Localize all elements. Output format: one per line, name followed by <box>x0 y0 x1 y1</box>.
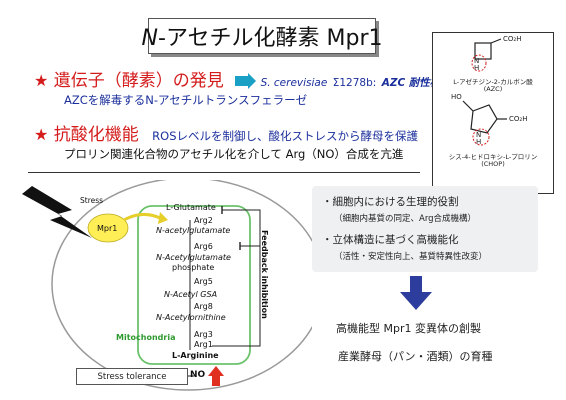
arrow-right-icon <box>235 73 257 89</box>
pathway-enzyme: Arg8 <box>194 302 213 311</box>
info-line-2-sub: （活性・安定性向上、基質特異性改変） <box>334 252 488 262</box>
result-line-2: 産業酵母（パン・酒類）の育種 <box>338 350 493 363</box>
chop-name: シス-4-ヒドロキシ-L-プロリン <box>448 153 538 161</box>
chemical-structures-box: CO₂H N H L-アゼチジン-2-カルボン酸 (AZC) HO CO₂H N… <box>432 32 554 194</box>
title-box: N-アセチル化酵素 Mpr1 <box>142 18 382 54</box>
section1-heading-row: ★ 遺伝子（酵素）の発見 S. cerevisiae Σ1278b: AZC 耐… <box>34 66 440 91</box>
star-icon: ★ <box>34 71 49 90</box>
section2-heading-row: ★ 抗酸化機能 ROSレベルを制御し、酸化ストレスから酵母を保護 <box>34 120 418 145</box>
azc-abbr: (AZC) <box>483 85 503 93</box>
mpr1-blob-icon <box>87 213 129 243</box>
strain-name: Σ1278b: <box>332 77 377 89</box>
no-label: NO <box>190 370 206 380</box>
pathway-diagram <box>22 180 312 391</box>
pathway-enzyme: Arg2 <box>194 216 213 225</box>
section2-description-2: プロリン関連化合物のアセチル化を介して Arg（NO）合成を亢進 <box>64 147 404 161</box>
stress-label: Stress <box>80 196 104 205</box>
star-icon: ★ <box>34 125 49 144</box>
info-line-1: ・細胞内における生理的役割 <box>322 196 459 208</box>
pathway-enzyme: Arg6 <box>194 242 213 251</box>
title-prefix: N <box>141 26 158 51</box>
stress-tolerance-label: Stress tolerance <box>97 371 167 382</box>
result-line-1: 高機能型 Mpr1 変異体の創製 <box>336 322 481 335</box>
azc-name: L-アゼチジン-2-カルボン酸 <box>453 78 533 86</box>
mpr1-label: Mpr1 <box>97 224 118 233</box>
pathway-enzyme: Arg3 <box>194 330 213 339</box>
pathway-product: L-Arginine <box>172 351 219 360</box>
up-arrow-icon <box>208 366 224 386</box>
down-arrow-icon <box>400 276 432 310</box>
organism-name: S. cerevisiae <box>260 77 328 89</box>
chop-abbr: (CHOP) <box>481 160 505 168</box>
azc-nh-label: N H <box>474 57 480 72</box>
section2-description-1: ROSレベルを制御し、酸化ストレスから酵母を保護 <box>152 129 418 143</box>
section2-heading: 抗酸化機能 <box>53 125 139 145</box>
chop-hydroxyl-label: HO <box>451 93 462 101</box>
lightning-bolt-icon <box>22 186 92 238</box>
pathway-step: N-acetylglutamate <box>156 226 231 235</box>
title-rest: -アセチル化酵素 Mpr1 <box>158 26 383 51</box>
stress-tolerance-box: Stress tolerance <box>76 368 188 385</box>
feedback-inhibition-label: Feedback inhibition <box>260 230 269 319</box>
info-line-2: ・立体構造に基づく高機能化 <box>322 234 459 246</box>
section1-heading: 遺伝子（酵素）の発見 <box>53 71 224 91</box>
azc-carboxyl-label: CO₂H <box>503 35 522 43</box>
page-title: N-アセチル化酵素 Mpr1 <box>142 20 383 52</box>
pathway-enzyme: Arg1 <box>194 340 213 349</box>
chop-nh-label: N H <box>476 131 482 146</box>
pathway-step: N-Acetylornithine <box>156 313 226 322</box>
section1-description: AZCを解毒するN-アセチルトランスフェラーゼ <box>64 93 308 107</box>
pathway-enzyme: Arg5 <box>194 277 213 286</box>
strain-trait: AZC 耐性株 <box>381 77 441 89</box>
info-box: ・細胞内における生理的役割 （細胞内基質の同定、Arg合成機構） ・立体構造に基… <box>312 186 538 272</box>
divider <box>28 172 420 173</box>
pathway-step: N-Acetyl GSA <box>164 290 218 299</box>
mitochondria-label: Mitochondria <box>116 333 176 342</box>
chop-carboxyl-label: CO₂H <box>509 115 528 123</box>
pathway-step: phosphate <box>172 263 215 272</box>
info-line-1-sub: （細胞内基質の同定、Arg合成機構） <box>334 214 477 224</box>
azc-structure-icon <box>462 38 507 146</box>
pathway-step: N-Acetylglutamate <box>156 253 231 262</box>
pathway-step: L-Glutamate <box>166 203 216 212</box>
